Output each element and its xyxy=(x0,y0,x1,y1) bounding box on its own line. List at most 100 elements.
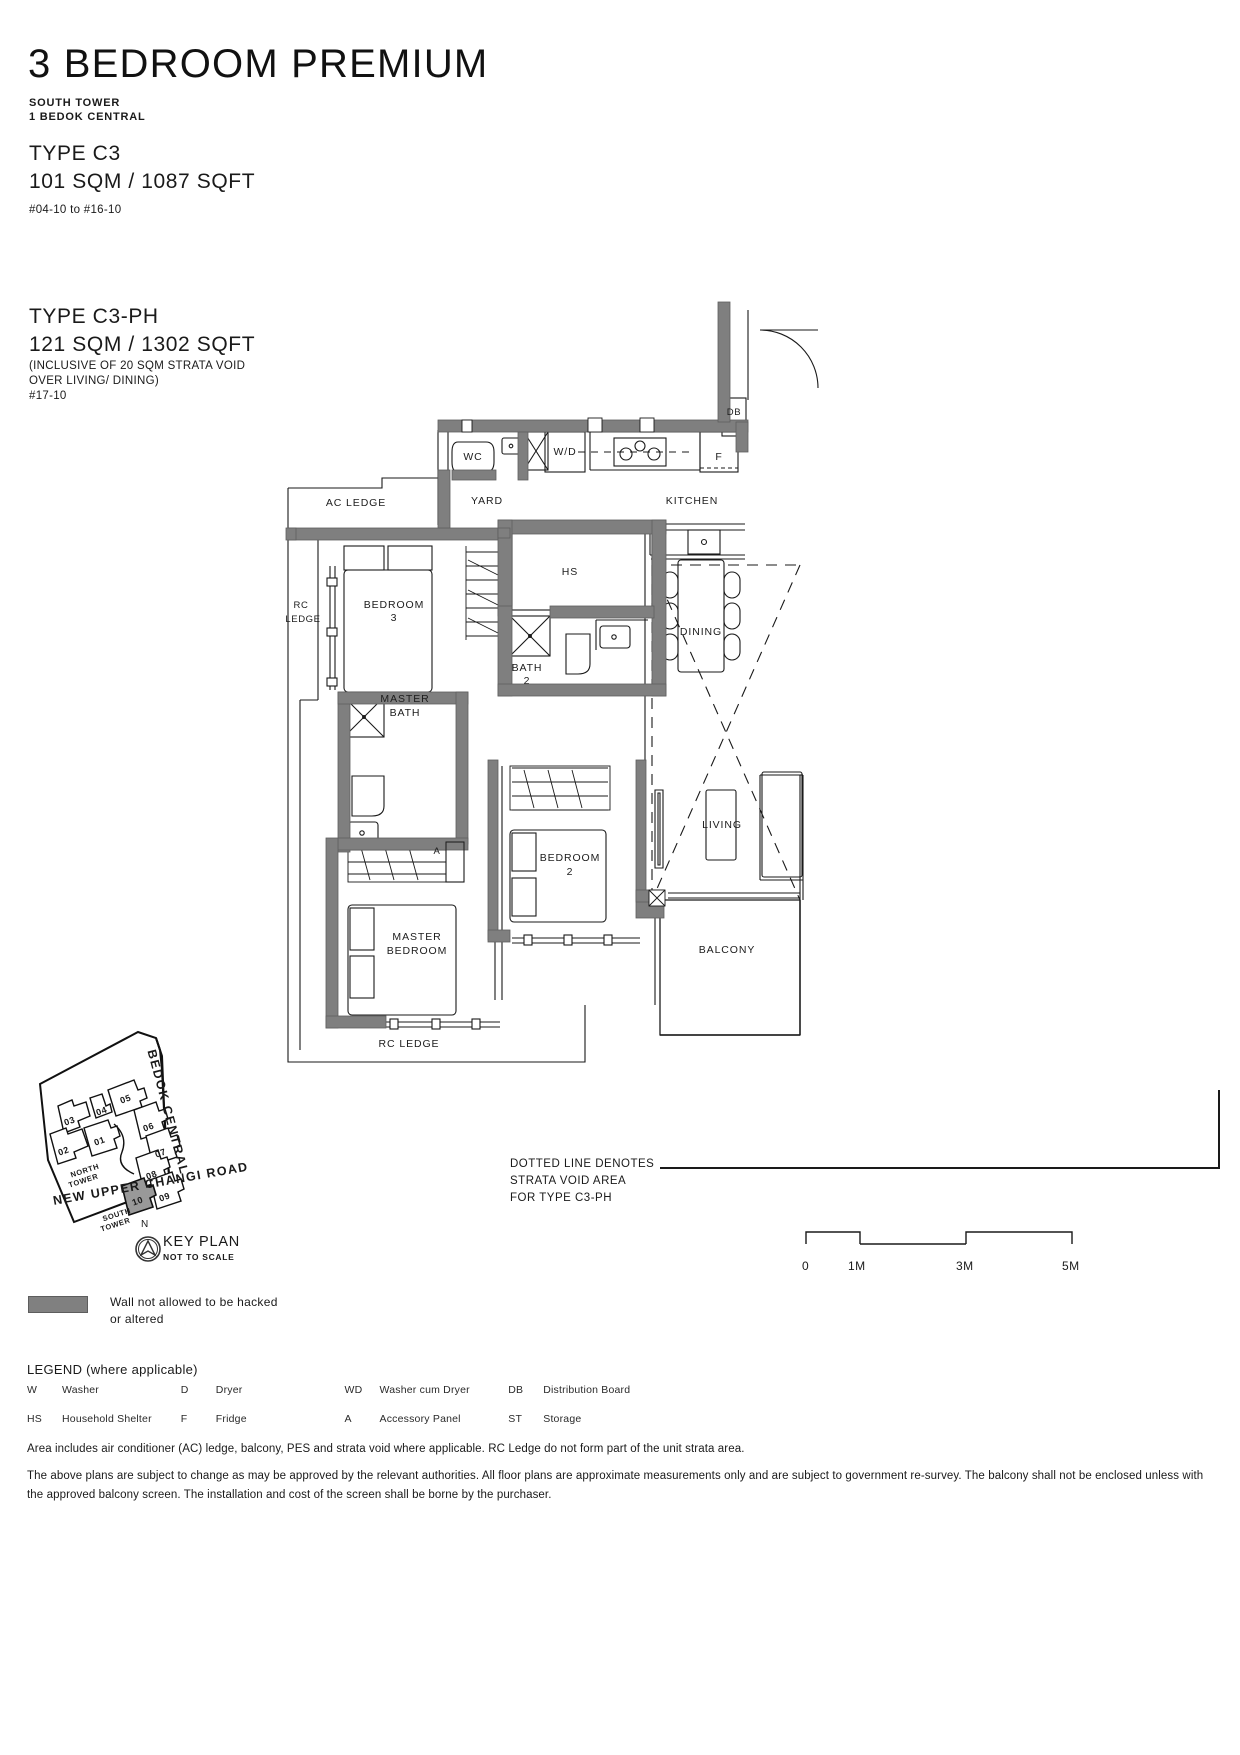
label-yard: YARD xyxy=(471,495,503,507)
key-plan-unit-numbers: 03 04 05 02 01 06 07 08 09 10 NORTH TOWE… xyxy=(10,1010,270,1245)
type-c3ph-note-1: (INCLUSIVE OF 20 SQM STRATA VOID xyxy=(29,360,246,372)
page-title: 3 BEDROOM PREMIUM xyxy=(28,42,489,86)
legend-desc: Household Shelter xyxy=(62,1413,152,1425)
type-c3-name: TYPE C3 xyxy=(29,142,121,165)
legend-desc: Accessory Panel xyxy=(379,1413,461,1425)
scale-bar: 0 1M 3M 5M xyxy=(800,1228,1090,1275)
legend-item: W Washer xyxy=(27,1384,181,1396)
label-kitchen: KITCHEN xyxy=(665,495,719,507)
wall-key-line-2: or altered xyxy=(110,1312,164,1326)
label-bedroom-2-line2: 2 xyxy=(566,866,574,878)
legend-desc: Dryer xyxy=(215,1384,243,1396)
label-bath-2-line1: BATH xyxy=(511,662,543,674)
scale-tick-3m: 3M xyxy=(956,1259,974,1273)
label-master-bath-line2: BATH xyxy=(389,707,421,719)
key-plan-highlight-unit xyxy=(121,1176,157,1217)
key-plan-unit-07: 07 xyxy=(153,1146,168,1160)
legend-desc: Distribution Board xyxy=(543,1384,631,1396)
wall-key-swatch xyxy=(28,1296,88,1313)
compass-north-icon xyxy=(132,1232,164,1264)
street-address: 1 BEDOK CENTRAL xyxy=(29,111,146,123)
legend-item: ST Storage xyxy=(508,1413,667,1425)
tower-name: SOUTH TOWER xyxy=(29,97,121,109)
legend-item: D Dryer xyxy=(181,1384,345,1396)
label-rc-ledge-left-2: LEDGE xyxy=(285,614,321,625)
legend-abbr: HS xyxy=(27,1413,42,1425)
type-c3ph-name: TYPE C3-PH xyxy=(29,305,159,328)
legend-item: HS Household Shelter xyxy=(27,1413,181,1425)
type-c3ph-units: #17-10 xyxy=(29,390,67,402)
wall-key-text: Wall not allowed to be hacked or altered xyxy=(110,1294,278,1328)
label-balcony: BALCONY xyxy=(698,944,756,956)
label-living: LIVING xyxy=(702,819,742,831)
footnote-area: Area includes air conditioner (AC) ledge… xyxy=(27,1443,745,1455)
unit-type-c3-block: TYPE C3 101 SQM / 1087 SQFT #04-10 to #1… xyxy=(29,140,255,224)
legend-item: WD Washer cum Dryer xyxy=(345,1384,509,1396)
legend-row: W Washer D Dryer WD Washer cum Dryer DB … xyxy=(27,1384,667,1396)
label-bedroom-3-line2: 3 xyxy=(390,612,398,624)
key-plan-unit-05: 05 xyxy=(118,1092,133,1106)
void-note-line-3: FOR TYPE C3-PH xyxy=(510,1192,612,1204)
legend-item: A Accessory Panel xyxy=(345,1413,509,1425)
void-note-leader-line xyxy=(660,1167,1220,1169)
label-master-bedroom-line2: BEDROOM xyxy=(386,945,448,957)
label-bedroom-3-line1: BEDROOM xyxy=(363,599,425,611)
scale-tick-labels: 0 1M 3M 5M xyxy=(800,1259,1090,1275)
type-c3-units: #04-10 to #16-10 xyxy=(29,204,122,216)
legend-desc: Washer xyxy=(62,1384,99,1396)
key-plan-unit-02: 02 xyxy=(56,1144,71,1158)
compass-north-letter: N xyxy=(141,1219,149,1230)
legend-desc: Fridge xyxy=(215,1413,247,1425)
key-plan xyxy=(10,1010,270,1240)
label-rc-ledge-left-1: RC xyxy=(293,600,309,611)
label-household-shelter: HS xyxy=(561,566,579,578)
legend-row: HS Household Shelter F Fridge A Accessor… xyxy=(27,1413,667,1425)
legend-abbr: ST xyxy=(508,1413,523,1425)
legend-abbr: A xyxy=(344,1413,352,1425)
legend-abbr: W xyxy=(27,1384,38,1396)
label-master-bath-line1: MASTER xyxy=(380,693,430,705)
floor-plan-labels: AC LEDGE YARD KITCHEN WC W/D F DB RC LED… xyxy=(285,407,756,1050)
type-c3ph-note-2: OVER LIVING/ DINING) xyxy=(29,375,159,387)
legend-grid: W Washer D Dryer WD Washer cum Dryer DB … xyxy=(27,1384,667,1442)
legend-abbr: WD xyxy=(344,1384,363,1396)
legend-abbr: F xyxy=(180,1413,188,1425)
type-c3-area: 101 SQM / 1087 SQFT xyxy=(29,170,256,193)
key-plan-unit-09: 09 xyxy=(157,1190,172,1204)
key-plan-subcaption: NOT TO SCALE xyxy=(163,1252,235,1262)
strata-void-note: DOTTED LINE DENOTES STRATA VOID AREA FOR… xyxy=(510,1156,654,1207)
label-dining: DINING xyxy=(679,626,723,638)
scale-tick-0: 0 xyxy=(802,1259,810,1273)
legend-item: F Fridge xyxy=(181,1413,345,1425)
legend-abbr: D xyxy=(180,1384,189,1396)
label-bedroom-2-line1: BEDROOM xyxy=(539,852,601,864)
legend-desc: Washer cum Dryer xyxy=(379,1384,470,1396)
label-accessory-panel: A xyxy=(433,846,441,857)
key-plan-unit-10: 10 xyxy=(130,1194,145,1208)
unit-type-c3ph-block: TYPE C3-PH 121 SQM / 1302 SQFT (INCLUSIV… xyxy=(29,303,255,404)
legend-title: LEGEND (where applicable) xyxy=(27,1362,198,1377)
footnote-disclaimer: The above plans are subject to change as… xyxy=(27,1470,1204,1501)
key-plan-unit-04: 04 xyxy=(94,1104,109,1118)
legend-desc: Storage xyxy=(543,1413,582,1425)
label-distribution-board: DB xyxy=(726,407,742,418)
scale-tick-5m: 5M xyxy=(1062,1259,1080,1273)
label-ac-ledge: AC LEDGE xyxy=(325,497,387,509)
label-master-bedroom-line1: MASTER xyxy=(392,931,442,943)
scale-tick-1m: 1M xyxy=(848,1259,866,1273)
key-plan-unit-01: 01 xyxy=(92,1134,107,1148)
label-fridge: F xyxy=(715,451,723,463)
tower-address: SOUTH TOWER 1 BEDOK CENTRAL xyxy=(29,96,146,124)
void-note-leader-vertical xyxy=(1218,1090,1220,1169)
label-washer-dryer: W/D xyxy=(553,446,577,458)
legend-item: DB Distribution Board xyxy=(508,1384,667,1396)
key-plan-unit-06: 06 xyxy=(141,1120,156,1134)
key-plan-caption: KEY PLAN xyxy=(163,1234,241,1250)
key-plan-unit-03: 03 xyxy=(62,1114,77,1128)
wall-key-line-1: Wall not allowed to be hacked xyxy=(110,1295,278,1309)
label-rc-ledge-bottom: RC LEDGE xyxy=(378,1038,440,1050)
wall-key-swatch-wrap xyxy=(28,1296,88,1313)
legend-abbr: DB xyxy=(508,1384,524,1396)
type-c3ph-area: 121 SQM / 1302 SQFT xyxy=(29,333,256,356)
label-bath-2-line2: 2 xyxy=(523,675,531,687)
